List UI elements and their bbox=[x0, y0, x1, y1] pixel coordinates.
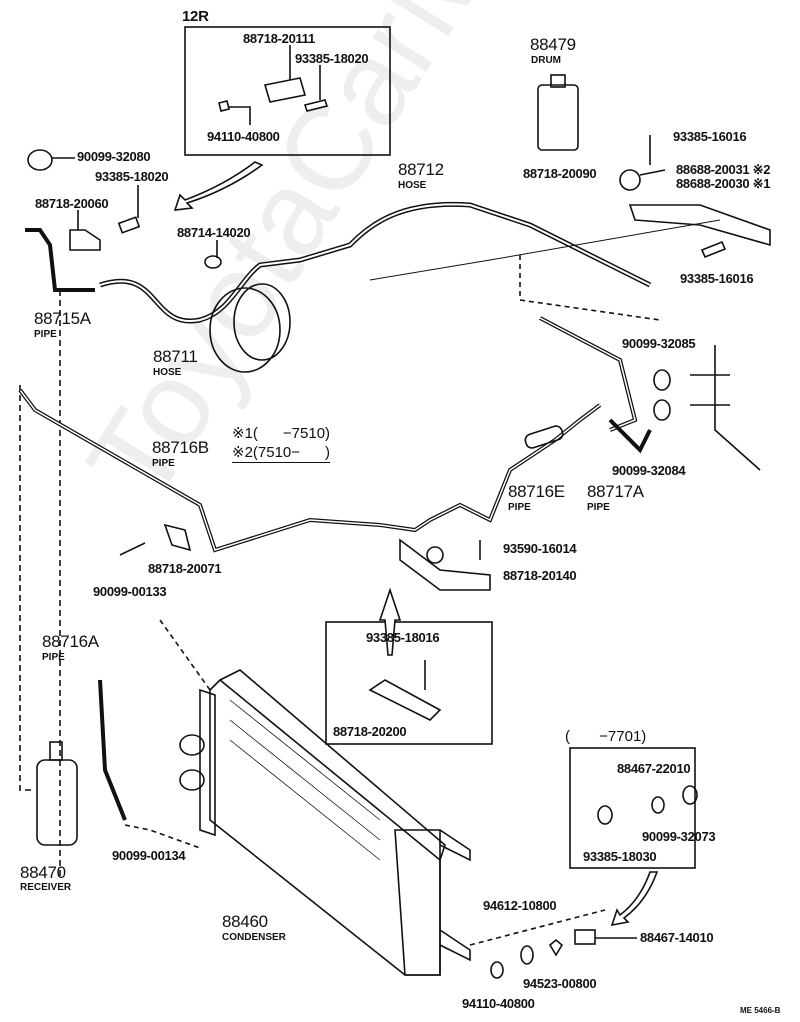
part-label[interactable]: 94110-40800 bbox=[462, 996, 535, 1011]
part-name: PIPE bbox=[42, 652, 65, 663]
inset-12r-title: 12R bbox=[182, 8, 209, 25]
part-label[interactable]: 88716B bbox=[152, 438, 209, 457]
inset-bracket-box bbox=[325, 621, 493, 745]
part-label[interactable]: 93385-18030 bbox=[583, 849, 657, 864]
part-label[interactable]: 88718-20071 bbox=[148, 561, 222, 576]
part-label[interactable]: 88718-20140 bbox=[503, 568, 577, 583]
figure-code: ME 5466-B bbox=[740, 1006, 781, 1015]
part-name: HOSE bbox=[153, 367, 182, 378]
part-name: PIPE bbox=[152, 458, 175, 469]
note-2: ※2(7510− ) bbox=[232, 444, 331, 463]
part-name: RECEIVER bbox=[20, 882, 72, 893]
part-label[interactable]: 88716E bbox=[508, 482, 565, 501]
part-name: PIPE bbox=[587, 502, 610, 513]
part-label[interactable]: 88479 bbox=[530, 35, 576, 54]
part-label[interactable]: 90099-32084 bbox=[612, 463, 686, 478]
part-label[interactable]: 93590-16014 bbox=[503, 541, 577, 556]
arrow-12r bbox=[173, 161, 264, 211]
arrow-bracket bbox=[378, 587, 402, 656]
part-label[interactable]: 93385-18020 bbox=[295, 51, 369, 66]
part-label[interactable]: 88711 bbox=[153, 347, 198, 366]
part-label[interactable]: 94523-00800 bbox=[523, 976, 597, 991]
part-label[interactable]: 88718-20090 bbox=[523, 166, 597, 181]
part-label[interactable]: 90099-32080 bbox=[77, 149, 151, 164]
part-label[interactable]: 93385-18016 bbox=[366, 630, 440, 645]
part-label[interactable]: 88715A bbox=[34, 309, 91, 328]
part-label[interactable]: 88718-20111 bbox=[243, 31, 315, 46]
note-1: ※1( −7510) bbox=[232, 425, 331, 442]
part-name: HOSE bbox=[398, 180, 427, 191]
part-label[interactable]: 88718-20060 bbox=[35, 196, 109, 211]
part-label[interactable]: 88716A bbox=[42, 632, 99, 651]
part-name: PIPE bbox=[508, 502, 531, 513]
part-label[interactable]: 88467-14010 bbox=[640, 930, 714, 945]
part-label[interactable]: 93385-16016 bbox=[680, 271, 754, 286]
part-label[interactable]: 90099-00133 bbox=[93, 584, 167, 599]
part-label[interactable]: 88712 bbox=[398, 160, 444, 179]
part-name: PIPE bbox=[34, 329, 57, 340]
part-label[interactable]: 88460 bbox=[222, 912, 268, 931]
inset-12r-box bbox=[184, 26, 391, 156]
part-label[interactable]: 88717A bbox=[587, 482, 644, 501]
part-label[interactable]: 93385-18020 bbox=[95, 169, 169, 184]
inset-7701-box bbox=[569, 747, 696, 869]
part-label[interactable]: 94612-10800 bbox=[483, 898, 557, 913]
part-name: CONDENSER bbox=[222, 932, 286, 943]
part-label[interactable]: 94110-40800 bbox=[207, 129, 280, 144]
part-label[interactable]: 88688-20030 ※1 bbox=[676, 176, 771, 191]
inset-7701-title: ( −7701) bbox=[565, 728, 647, 745]
part-label[interactable]: 88688-20031 ※2 bbox=[676, 162, 771, 177]
arrow-7701 bbox=[610, 871, 659, 927]
part-label[interactable]: 88714-14020 bbox=[177, 225, 251, 240]
part-label[interactable]: 90099-00134 bbox=[112, 848, 186, 863]
part-label[interactable]: 90099-32085 bbox=[622, 336, 696, 351]
part-label[interactable]: 88470 bbox=[20, 863, 66, 882]
part-label[interactable]: 88467-22010 bbox=[617, 761, 691, 776]
part-label[interactable]: 93385-16016 bbox=[673, 129, 747, 144]
part-label[interactable]: 88718-20200 bbox=[333, 724, 407, 739]
part-name: DRUM bbox=[531, 55, 561, 66]
part-label[interactable]: 90099-32073 bbox=[642, 829, 716, 844]
